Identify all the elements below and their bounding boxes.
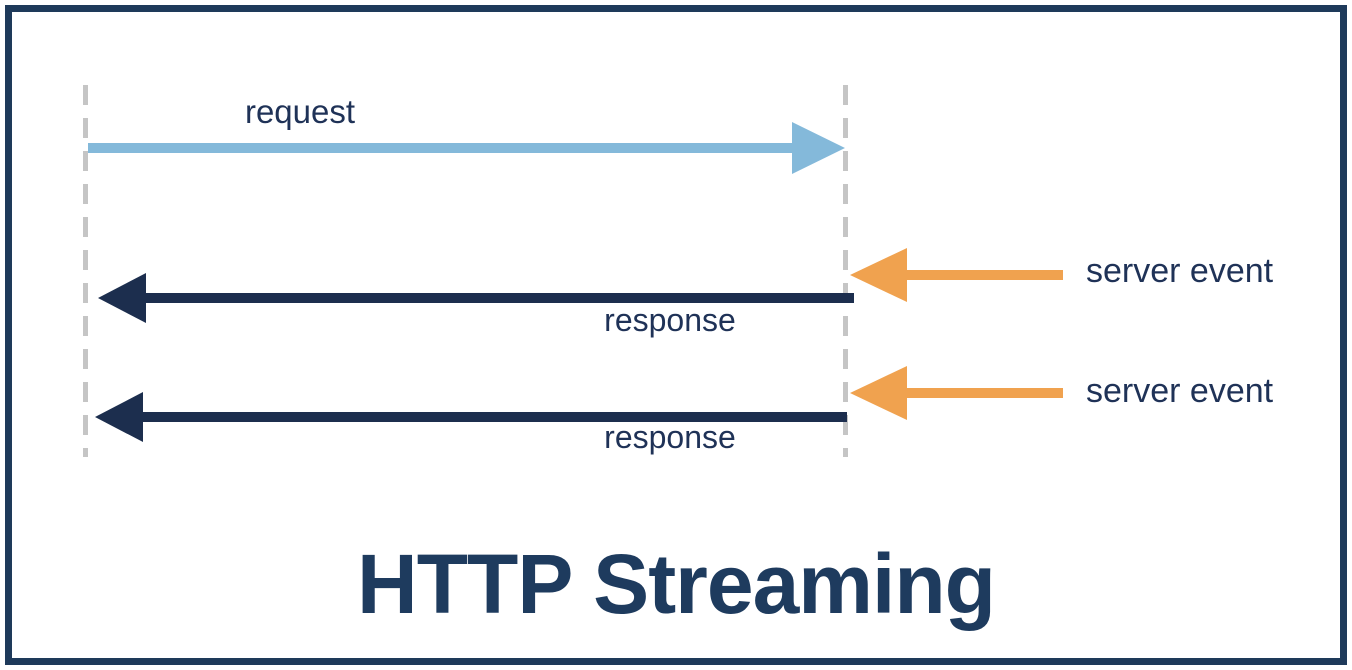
diagram-frame [5, 5, 1347, 665]
request-label: request [244, 93, 356, 130]
response-2-arrow-line [143, 412, 847, 422]
response-label-2: response [604, 419, 736, 455]
response-1-arrow-head-icon [98, 273, 146, 323]
response-1-arrow-line [146, 293, 854, 303]
request-arrow-head-icon [792, 122, 845, 174]
server-event-1-arrow-line [907, 270, 1063, 280]
request-arrow-line [88, 143, 792, 153]
response-2-arrow-head-icon [95, 392, 143, 442]
server-lifeline [843, 85, 848, 457]
server-event-2-arrow-line [907, 388, 1063, 398]
client-lifeline [83, 85, 88, 457]
diagram-title: HTTP Streaming [357, 537, 996, 631]
server-event-label-1: server event [1086, 252, 1274, 290]
server-event-2-arrow-head-icon [850, 366, 907, 420]
server-event-label-2: server event [1086, 372, 1274, 410]
server-event-1-arrow-head-icon [850, 248, 907, 302]
response-label-1: response [604, 302, 736, 338]
